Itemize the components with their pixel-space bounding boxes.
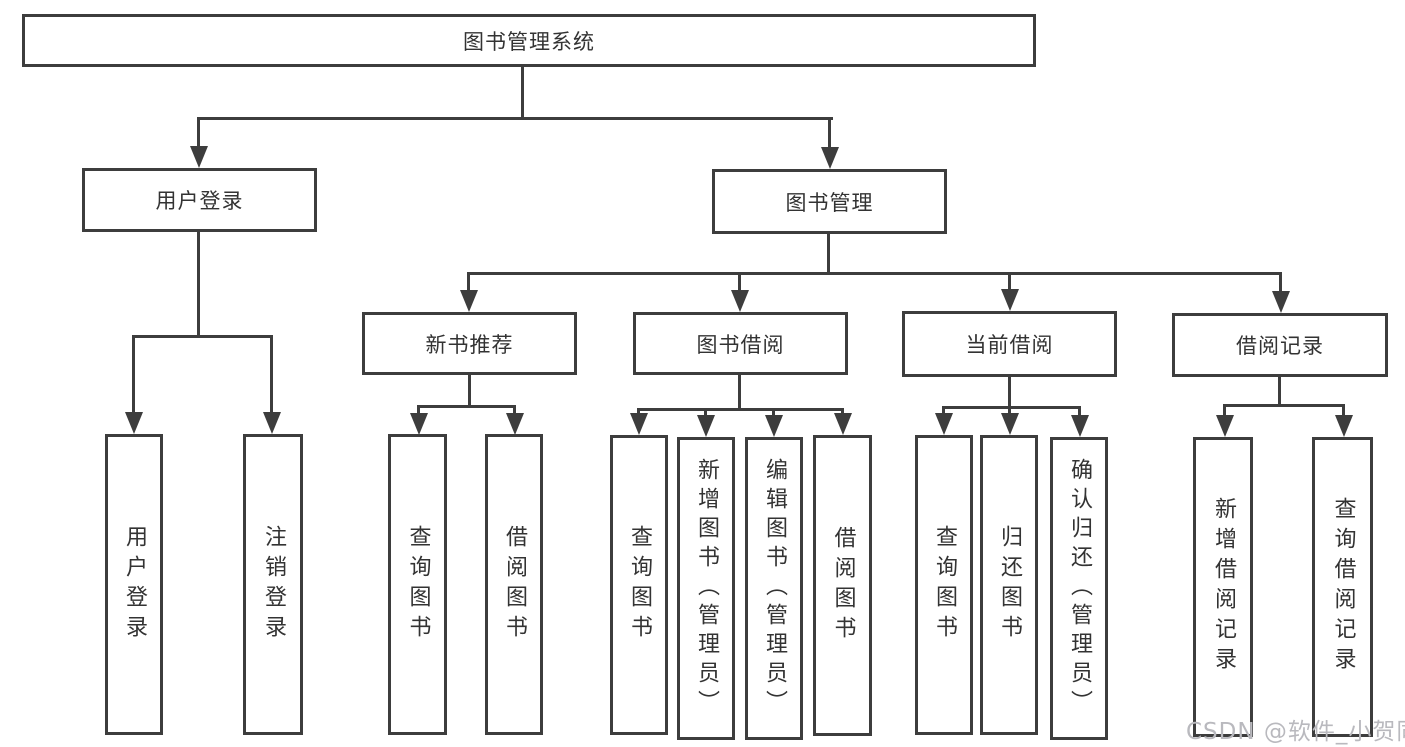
edge-newbook-rail xyxy=(417,405,516,408)
leaf-query-borrow-record: 查询借阅记录 xyxy=(1312,437,1373,737)
arrow-down-icon xyxy=(630,413,648,435)
node-root: 图书管理系统 xyxy=(22,14,1036,67)
node-book-borrow-label: 图书借阅 xyxy=(696,332,785,357)
arrow-down-icon xyxy=(1216,415,1234,437)
arrow-down-icon xyxy=(263,412,281,434)
leaf-borrow-book-borrow: 借阅图书 xyxy=(813,435,872,736)
leaf-borrow-book-newrec: 借阅图书 xyxy=(485,434,543,735)
edge-shaft xyxy=(1279,272,1282,292)
node-current-borrow-label: 当前借阅 xyxy=(965,333,1054,357)
arrow-down-icon xyxy=(834,413,852,435)
leaf-borrow-book-borrow-label: 借阅图书 xyxy=(830,525,856,646)
node-new-book-rec: 新书推荐 xyxy=(362,312,577,375)
arrow-down-icon xyxy=(506,413,524,435)
edge-shaft xyxy=(1342,404,1345,415)
leaf-edit-book-admin: 编辑图书（管理员） xyxy=(745,437,803,740)
leaf-logout-label: 注销登录 xyxy=(261,524,286,645)
arrow-down-icon xyxy=(125,412,143,434)
node-new-book-rec-label: 新书推荐 xyxy=(425,332,514,357)
arrow-down-icon xyxy=(935,413,953,435)
edge-shaft xyxy=(467,272,470,292)
node-current-borrow: 当前借阅 xyxy=(902,311,1117,377)
node-user-login: 用户登录 xyxy=(82,168,317,232)
edge-shaft xyxy=(738,272,741,292)
csdn-watermark: CSDN @软件_小贺同学 xyxy=(1186,719,1405,745)
leaf-query-book-current-label: 查询图书 xyxy=(932,525,957,645)
edge-userlogin-rail xyxy=(132,335,273,338)
node-book-mgmt-label: 图书管理 xyxy=(785,190,874,215)
leaf-edit-book-admin-label: 编辑图书（管理员） xyxy=(762,458,787,719)
leaf-query-book-newrec: 查询图书 xyxy=(388,434,447,735)
leaf-user-login: 用户登录 xyxy=(105,434,163,735)
edge-newbook-stem xyxy=(468,374,471,405)
edge-current-stem xyxy=(1008,377,1011,406)
edge-shaft xyxy=(1008,406,1011,415)
edge-bookmgmt-rail xyxy=(467,272,1282,275)
edge-record-rail xyxy=(1223,404,1345,407)
node-borrow-record: 借阅记录 xyxy=(1172,313,1388,377)
leaf-add-borrow-record: 新增借阅记录 xyxy=(1193,437,1253,737)
node-book-mgmt: 图书管理 xyxy=(712,169,947,234)
edge-shaft xyxy=(1078,406,1081,415)
edge-shaft xyxy=(942,406,945,415)
edge-shaft xyxy=(704,408,707,416)
edge-root-stem xyxy=(521,66,524,117)
leaf-query-borrow-record-label: 查询借阅记录 xyxy=(1330,497,1356,677)
edge-shaft xyxy=(1008,272,1011,292)
edge-shaft xyxy=(417,405,420,415)
node-user-login-label: 用户登录 xyxy=(155,189,244,213)
edge-bookmgmt-stem xyxy=(827,233,830,272)
edge-shaft-user-login xyxy=(197,117,200,150)
node-book-borrow: 图书借阅 xyxy=(633,312,848,375)
arrow-down-icon xyxy=(1001,289,1019,311)
edge-root-rail xyxy=(197,117,833,120)
node-root-label: 图书管理系统 xyxy=(463,29,595,54)
leaf-return-book-label: 归还图书 xyxy=(997,525,1022,645)
edge-borrow-rail xyxy=(637,408,844,411)
edge-shaft xyxy=(132,335,135,415)
arrow-down-icon xyxy=(1071,415,1089,437)
arrow-down-icon xyxy=(821,147,839,169)
arrow-down-icon xyxy=(765,415,783,437)
edge-borrow-stem xyxy=(738,374,741,408)
edge-shaft-book-mgmt xyxy=(828,117,831,150)
leaf-query-book-borrow: 查询图书 xyxy=(610,435,668,735)
edge-shaft xyxy=(270,335,273,415)
edge-record-stem xyxy=(1278,377,1281,404)
leaf-confirm-return-admin: 确认归还（管理员） xyxy=(1050,437,1108,740)
arrow-down-icon xyxy=(190,146,208,168)
leaf-borrow-book-newrec-label: 借阅图书 xyxy=(502,524,527,645)
arrow-down-icon xyxy=(1335,415,1353,437)
edge-shaft xyxy=(772,408,775,416)
arrow-down-icon xyxy=(731,290,749,312)
leaf-query-book-newrec-label: 查询图书 xyxy=(405,524,431,645)
leaf-return-book: 归还图书 xyxy=(980,435,1038,735)
edge-shaft xyxy=(1223,404,1226,415)
leaf-add-borrow-record-label: 新增借阅记录 xyxy=(1211,497,1236,677)
edge-current-rail xyxy=(942,406,1081,409)
arrow-down-icon xyxy=(1001,413,1019,435)
arrow-down-icon xyxy=(1272,291,1290,313)
leaf-confirm-return-admin-label: 确认归还（管理员） xyxy=(1067,458,1092,719)
leaf-query-book-borrow-label: 查询图书 xyxy=(627,525,652,645)
edge-userlogin-stem xyxy=(197,231,200,335)
edge-shaft xyxy=(841,408,844,416)
leaf-add-book-admin: 新增图书（管理员） xyxy=(677,437,735,740)
arrow-down-icon xyxy=(460,290,478,312)
leaf-add-book-admin-label: 新增图书（管理员） xyxy=(694,458,719,719)
arrow-down-icon xyxy=(697,415,715,437)
leaf-query-book-current: 查询图书 xyxy=(915,435,973,735)
node-borrow-record-label: 借阅记录 xyxy=(1236,334,1324,358)
arrow-down-icon xyxy=(410,413,428,435)
leaf-logout: 注销登录 xyxy=(243,434,303,735)
edge-shaft xyxy=(513,405,516,415)
edge-shaft xyxy=(637,408,640,416)
leaf-user-login-label: 用户登录 xyxy=(122,524,147,645)
